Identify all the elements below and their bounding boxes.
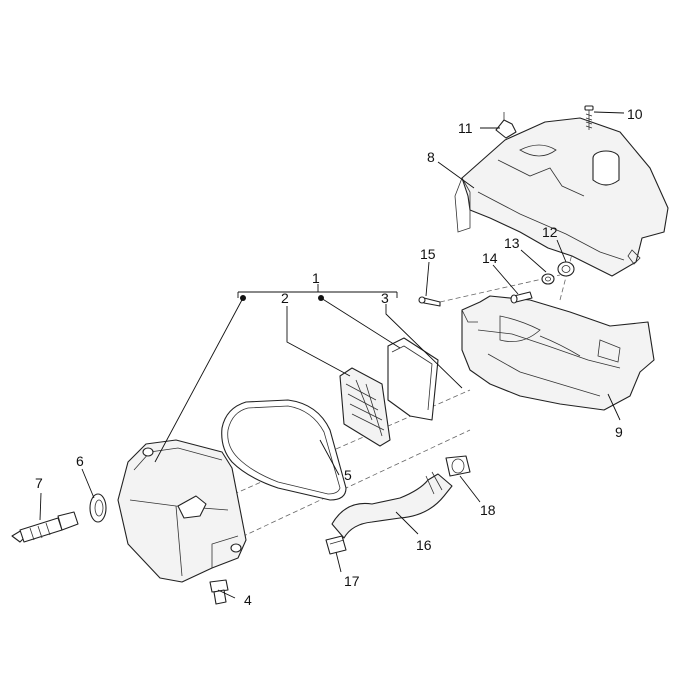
callout-13: 13 <box>504 235 520 251</box>
callout-3: 3 <box>381 290 389 306</box>
callout-2: 2 <box>281 290 289 306</box>
callout-16: 16 <box>416 537 432 553</box>
callout-labels: 1 2 3 4 5 6 7 8 9 10 11 12 13 14 15 16 1… <box>35 106 643 608</box>
callout-10: 10 <box>627 106 643 122</box>
part-upper-cover <box>454 117 669 277</box>
part-bracket-11 <box>495 112 517 139</box>
part-bolt-14 <box>510 291 533 304</box>
part-hose-16 <box>331 471 453 539</box>
part-clamp-17 <box>325 535 347 555</box>
callout-7: 7 <box>35 475 43 491</box>
part-washer-13 <box>541 273 555 285</box>
part-clamp-18 <box>445 455 471 477</box>
callout-14: 14 <box>482 250 498 266</box>
callout-15: 15 <box>420 246 436 262</box>
part-baffle-2 <box>339 367 391 447</box>
callout-6: 6 <box>76 453 84 469</box>
part-spark-plug-7 <box>11 511 79 543</box>
callout-9: 9 <box>615 424 623 440</box>
part-plate-3 <box>387 337 439 421</box>
part-screw-15 <box>418 296 441 307</box>
assembly-dot-right <box>318 295 324 301</box>
part-gasket-5 <box>221 399 347 501</box>
assembly-dot-left <box>240 295 246 301</box>
callout-4: 4 <box>244 592 252 608</box>
part-screw-10 <box>584 105 594 130</box>
part-head-cover-1 <box>117 439 247 583</box>
callout-12: 12 <box>542 224 558 240</box>
part-lower-cover <box>461 295 655 411</box>
leader-lines <box>39 111 625 599</box>
part-seal-6 <box>89 493 107 523</box>
part-grommet-12 <box>557 261 575 277</box>
callout-18: 18 <box>480 502 496 518</box>
part-bolt-4 <box>209 579 229 605</box>
callout-11: 11 <box>458 120 473 136</box>
callout-17: 17 <box>344 573 360 589</box>
callout-8: 8 <box>427 149 435 165</box>
callout-1: 1 <box>312 270 320 286</box>
callout-5: 5 <box>344 467 352 483</box>
